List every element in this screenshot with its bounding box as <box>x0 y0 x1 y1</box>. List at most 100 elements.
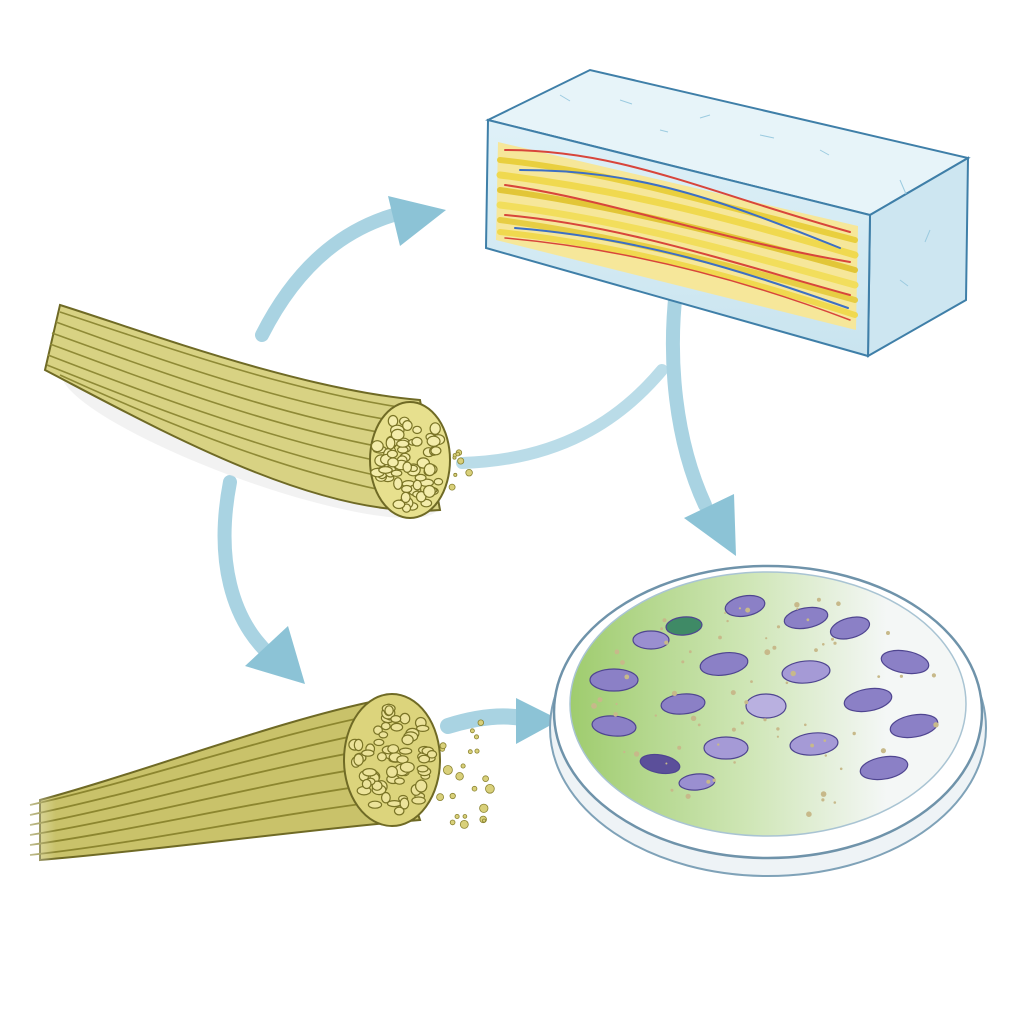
debris-particle <box>624 674 630 680</box>
debris-particle <box>690 715 697 721</box>
fiber-cross-section <box>353 753 364 767</box>
fiber-cross-section <box>399 797 410 810</box>
debris-particle <box>615 702 618 706</box>
debris-particle <box>886 631 890 635</box>
debris-particle <box>877 675 881 678</box>
arrow-block-to-dish <box>665 283 712 512</box>
petri-dish-cells <box>589 594 939 791</box>
fiber-cross-section <box>381 791 391 804</box>
debris-particle <box>796 607 799 610</box>
fiber-cross-section <box>393 806 405 816</box>
fiber-cross-section <box>411 796 426 805</box>
fiber-cross-section <box>386 799 402 808</box>
cell <box>880 649 930 675</box>
ice-block-embedded-fibers <box>496 149 859 321</box>
debris-particle <box>712 778 716 782</box>
fiber-particle <box>479 803 489 813</box>
frayed-bundle-cut-cells <box>348 703 438 816</box>
fiber-cross-section <box>412 425 423 435</box>
fiber-bundle-cut-cells <box>370 414 446 513</box>
cell <box>781 660 831 684</box>
arrow-bundle-to-frayed-head <box>245 626 305 684</box>
shed-particles <box>436 449 495 829</box>
fiber-particle <box>457 457 465 465</box>
debris-particle <box>717 743 720 746</box>
debris-particle <box>806 618 810 622</box>
debris-particle <box>833 641 837 645</box>
fiber-cross-section <box>361 749 375 757</box>
debris-particle <box>620 660 625 665</box>
cell <box>783 606 829 630</box>
debris-particle <box>933 722 939 728</box>
debris-particle <box>688 650 692 654</box>
fiber-particle <box>485 783 495 794</box>
debris-particle <box>931 673 937 678</box>
fiber-cross-section <box>423 463 436 477</box>
debris-particle <box>822 643 825 646</box>
debris-particle <box>824 754 827 757</box>
fiber-particle <box>482 818 487 823</box>
fiber-cross-section <box>416 764 429 773</box>
debris-particle <box>816 597 821 602</box>
fiber-cross-section <box>430 446 442 456</box>
cell <box>859 755 909 781</box>
debris-particle <box>776 625 781 629</box>
debris-particle <box>623 750 626 754</box>
ice-block-texture <box>559 94 931 287</box>
cell <box>843 687 893 713</box>
debris-particle <box>772 645 777 650</box>
debris-particle <box>810 743 814 748</box>
fiber-cross-section <box>387 457 399 468</box>
debris-particle <box>852 731 856 736</box>
debris-particle <box>831 637 834 641</box>
debris-particle <box>763 718 767 722</box>
cell <box>703 736 749 760</box>
debris-particle <box>745 607 751 613</box>
debris-particle <box>670 788 674 792</box>
fiber-cross-section <box>414 473 427 482</box>
cell <box>660 693 706 715</box>
fiber-cross-section <box>390 428 405 441</box>
fiber-cross-section <box>416 724 430 733</box>
cell <box>724 594 766 618</box>
debris-particle <box>671 690 678 697</box>
petri-dish-debris <box>591 597 939 817</box>
fiber-cross-section <box>390 469 403 477</box>
arrow-bundle-to-frayed <box>217 475 277 662</box>
fiber-cross-section <box>386 449 398 459</box>
cell <box>589 668 639 692</box>
fiber-cross-section <box>399 712 411 725</box>
debris-particle <box>633 751 640 757</box>
debris-particle <box>597 697 603 703</box>
fiber-cross-section <box>387 744 400 754</box>
fiber-cross-section <box>433 477 444 486</box>
fiber-particle <box>465 469 473 477</box>
debris-particle <box>823 739 827 742</box>
debris-particle <box>731 727 736 732</box>
fiber-particle <box>460 763 466 769</box>
fiber-particle <box>455 772 464 781</box>
fiber-particle <box>462 814 468 819</box>
fiber-cross-section <box>402 461 412 473</box>
fiber-cross-section <box>429 422 441 436</box>
fiber-cross-section <box>393 477 403 490</box>
fiber-particle <box>442 765 453 775</box>
fiber-particle <box>436 793 445 801</box>
debris-particle <box>740 721 744 725</box>
debris-particle <box>880 748 887 754</box>
debris-particle <box>660 627 663 631</box>
cell <box>632 630 670 650</box>
debris-particle <box>836 601 841 606</box>
fiber-cross-section <box>400 491 411 504</box>
fiber-cross-section <box>373 738 385 747</box>
debris-particle <box>814 648 818 652</box>
cell <box>789 732 839 756</box>
cell <box>829 616 871 640</box>
debris-particle <box>665 762 668 765</box>
debris-particle <box>614 649 620 655</box>
debris-particle <box>794 602 800 608</box>
debris-particle <box>785 681 789 685</box>
fiber-bundle-body <box>43 303 442 512</box>
